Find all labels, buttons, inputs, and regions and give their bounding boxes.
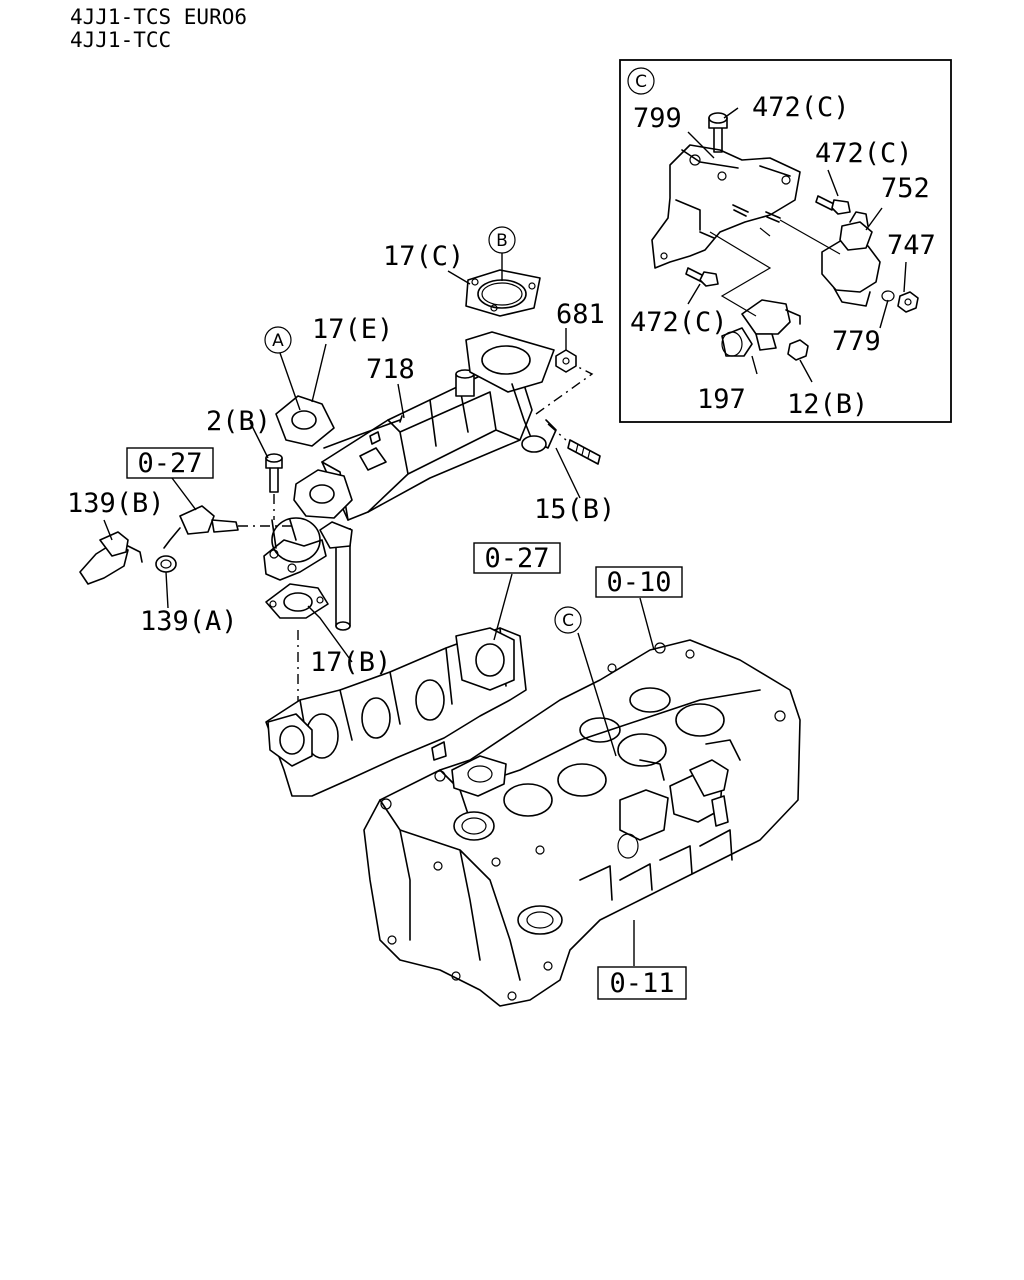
label-139b: 139(B) (67, 488, 165, 519)
ref-box-0-27-manifold-text: 0-27 (484, 543, 549, 574)
bolt-2b[interactable] (265, 453, 283, 493)
bolt-472c-mid[interactable] (815, 195, 851, 215)
inset-marker-c-letter: C (635, 72, 647, 92)
ref-box-0-27-sensor-text: 0-27 (137, 448, 202, 479)
label-779: 779 (832, 326, 881, 357)
nut-12b[interactable] (787, 339, 809, 361)
label-472c-mid: 472(C) (815, 138, 913, 169)
nut-747[interactable] (897, 291, 919, 313)
label-17b: 17(B) (310, 647, 391, 678)
stud-pair[interactable] (699, 204, 781, 239)
pressure-sensor-752[interactable] (821, 211, 881, 307)
label-2b: 2(B) (206, 406, 271, 437)
marker-b[interactable]: B (488, 226, 516, 254)
marker-a-letter: A (272, 331, 284, 351)
label-139a: 139(A) (140, 606, 238, 637)
label-472c-low: 472(C) (630, 307, 728, 338)
marker-c-letter: C (562, 611, 574, 631)
label-747: 747 (887, 230, 936, 261)
clip-139a[interactable] (155, 555, 177, 573)
ref-box-0-10[interactable]: 0-10 (595, 566, 683, 598)
label-752: 752 (881, 173, 930, 204)
label-197: 197 (697, 384, 746, 415)
engine-model-line-1: 4JJ1-TCS EURO6 (70, 5, 247, 29)
label-718: 718 (366, 354, 415, 385)
cylinder-head[interactable] (363, 639, 801, 1007)
label-681: 681 (556, 299, 605, 330)
engine-model-line-2: 4JJ1-TCC (70, 28, 171, 52)
marker-b-letter: B (496, 231, 508, 251)
ref-box-0-27-sensor[interactable]: 0-27 (126, 447, 214, 479)
gasket-17c[interactable] (465, 269, 541, 317)
ref-box-0-27-manifold[interactable]: 0-27 (473, 542, 561, 574)
label-12b: 12(B) (787, 389, 868, 420)
bracket-799[interactable] (651, 144, 801, 269)
solenoid-valve-197[interactable] (721, 299, 801, 357)
sensor-139b[interactable] (79, 531, 143, 585)
temp-sensor[interactable] (163, 505, 239, 549)
label-17c: 17(C) (383, 241, 464, 272)
ref-box-0-10-text: 0-10 (606, 567, 671, 598)
label-799: 799 (633, 103, 682, 134)
nut-681[interactable] (555, 349, 577, 373)
inset-marker-c[interactable]: C (627, 67, 655, 95)
washer-779[interactable] (881, 290, 895, 302)
bolt-472c-top[interactable] (708, 112, 728, 153)
label-15b: 15(B) (534, 494, 615, 525)
label-472c-top: 472(C) (752, 92, 850, 123)
ref-box-0-11[interactable]: 0-11 (597, 966, 687, 1000)
egr-cooler-718[interactable] (263, 331, 557, 631)
gasket-17b[interactable] (265, 583, 329, 619)
stud-15b[interactable] (567, 439, 601, 465)
exhaust-manifold[interactable] (265, 627, 527, 797)
label-17e: 17(E) (312, 314, 393, 345)
bolt-472c-low[interactable] (685, 267, 719, 287)
gasket-17e[interactable] (275, 395, 335, 447)
marker-a[interactable]: A (264, 326, 292, 354)
marker-c[interactable]: C (554, 606, 582, 634)
ref-box-0-11-text: 0-11 (609, 968, 674, 999)
inset-detail-c: C (619, 59, 952, 423)
